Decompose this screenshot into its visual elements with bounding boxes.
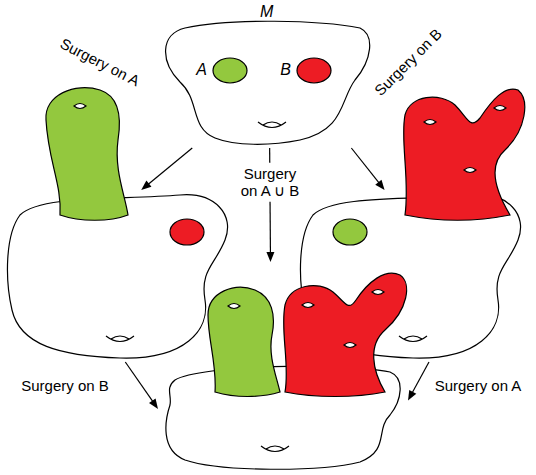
surface-drawing bbox=[5, 190, 232, 362]
surgered-region-a bbox=[46, 88, 128, 221]
handle-symbol bbox=[111, 336, 129, 339]
surface-after-surgery bbox=[5, 190, 232, 362]
disk-region: A bbox=[212, 57, 248, 84]
handle-symbol bbox=[266, 446, 284, 449]
disk-region: B bbox=[296, 57, 332, 84]
arrow-line bbox=[351, 148, 379, 184]
manifold-label: M bbox=[260, 3, 273, 21]
arrow-line bbox=[412, 362, 429, 394]
arrow-line bbox=[125, 362, 153, 402]
surgery-arrow bbox=[125, 362, 158, 409]
region-label: A bbox=[196, 61, 207, 79]
edge-label: Surgery on A bbox=[57, 35, 142, 90]
surgery-arrow bbox=[408, 362, 429, 401]
arrow-head bbox=[408, 390, 416, 401]
surface-outline bbox=[7, 195, 227, 358]
handle-hole bbox=[344, 343, 356, 348]
handle-symbol bbox=[261, 446, 289, 452]
handle-symbol bbox=[399, 336, 427, 342]
edge-label: Surgery on A ∪ B bbox=[234, 163, 306, 202]
surgered-region-b bbox=[284, 273, 407, 396]
surface-drawing bbox=[160, 22, 375, 148]
surgered-region-b bbox=[404, 89, 525, 220]
surface-outline bbox=[166, 21, 370, 144]
surgered-region-a bbox=[208, 287, 280, 396]
surgery-arrow bbox=[141, 148, 192, 190]
handle-hole bbox=[372, 290, 384, 295]
disk-fill bbox=[213, 58, 247, 83]
surgery-arrow bbox=[351, 148, 384, 190]
handle-hole bbox=[228, 304, 240, 309]
handle-hole bbox=[302, 303, 314, 308]
arrow-head bbox=[141, 181, 151, 190]
arrow-head bbox=[266, 252, 274, 262]
surface-drawing bbox=[158, 262, 408, 472]
region-label: B bbox=[280, 61, 291, 79]
handle-symbol bbox=[106, 336, 134, 342]
arrow-head bbox=[149, 399, 158, 409]
disk-shape bbox=[296, 57, 332, 84]
edge-label: Surgery on A bbox=[435, 377, 522, 394]
handle-hole bbox=[424, 120, 436, 125]
handle-symbol bbox=[258, 122, 286, 128]
surface-after-surgery bbox=[158, 262, 408, 472]
arrow-head bbox=[375, 180, 384, 190]
edge-label: Surgery on B bbox=[21, 377, 109, 394]
handle-symbol bbox=[404, 336, 422, 339]
edge-label: Surgery on B bbox=[371, 25, 445, 99]
handle-hole bbox=[494, 106, 506, 111]
handle-hole bbox=[464, 168, 476, 173]
handle-hole bbox=[74, 104, 86, 109]
manifold-surface: MAB bbox=[160, 22, 375, 148]
disk-a bbox=[333, 219, 367, 245]
disk-b bbox=[170, 219, 204, 245]
handle-symbol bbox=[263, 122, 281, 125]
disk-fill bbox=[297, 58, 331, 83]
disk-shape bbox=[212, 57, 248, 84]
arrow-line bbox=[147, 148, 192, 185]
